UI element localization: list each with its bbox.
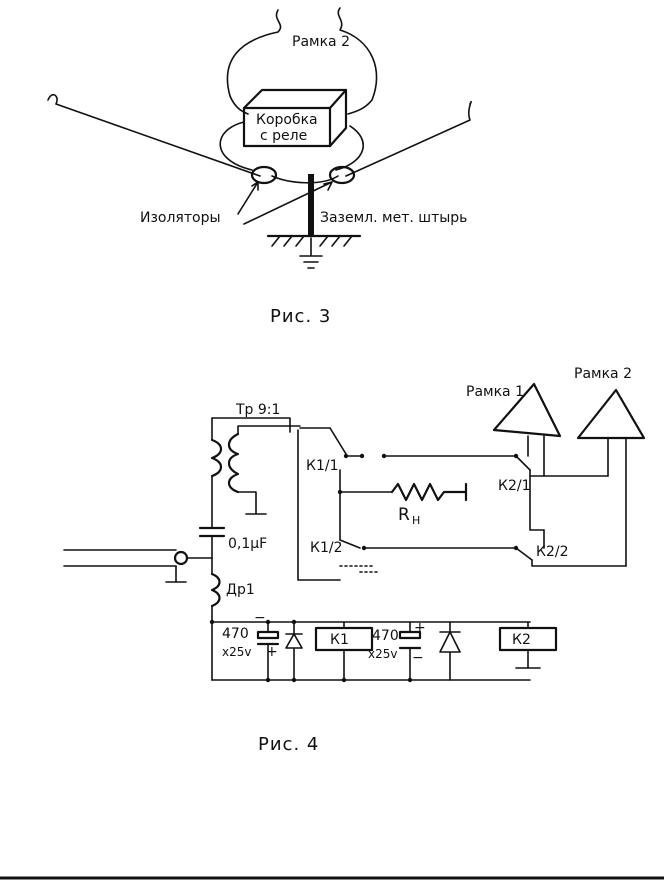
frame2-triangle — [576, 388, 646, 440]
k12-blade — [339, 539, 361, 549]
frame1-triangle — [492, 382, 562, 438]
frame1-label: Рамка 1 — [466, 384, 524, 400]
cap1-minus: − — [254, 610, 266, 626]
k11-blade — [329, 427, 347, 455]
cap2-plate-top — [398, 630, 422, 640]
box-wire-right — [335, 125, 364, 171]
insulator-arrow-left — [237, 181, 259, 215]
antenna-wire-left — [47, 93, 261, 177]
diode-2 — [439, 621, 461, 681]
k1-dashed-return — [339, 565, 379, 573]
ground-rod-label: Заземл. мет. штырь — [320, 210, 467, 226]
diode-1 — [285, 621, 303, 681]
k21-label: К2/1 — [498, 478, 530, 494]
choke-label: Др1 — [226, 582, 255, 598]
box-label-line1: Коробка — [256, 112, 318, 128]
relay-box-side — [328, 88, 348, 148]
transformer-secondary — [227, 432, 240, 494]
insulator-arrow-right — [243, 181, 333, 225]
coax-shield-ground — [165, 565, 187, 583]
figure-4: Тр 9:1 0,1µF Др1 К1/1 R Н К1/2 — [63, 366, 646, 755]
frame2-label: Рамка 2 — [292, 34, 350, 50]
frame2-loop-right — [337, 7, 378, 115]
transformer-primary — [210, 438, 223, 478]
cap2-voltage: х25v — [368, 647, 397, 661]
k22-to-frame2 — [531, 559, 627, 567]
figure-4-caption: Рис. 4 — [258, 734, 319, 755]
k11-contact-b — [359, 453, 365, 459]
ground-hatching — [271, 235, 353, 247]
k11-label: К1/1 — [306, 458, 338, 474]
k2-link-wire — [529, 475, 545, 531]
figure-3: Рамка 2 Коробка с реле Изоляторы Заземл.… — [47, 7, 472, 327]
primary-top-link — [211, 417, 291, 433]
frame2-label-fig4: Рамка 2 — [574, 366, 632, 382]
k21-to-frame2 — [529, 469, 609, 477]
capacitor-label: 0,1µF — [228, 536, 267, 552]
frame1-leads — [527, 435, 545, 477]
k12-label: К1/2 — [310, 540, 342, 556]
secondary-ground — [237, 491, 267, 515]
insulator-left — [250, 165, 278, 185]
cap1-value: 470 — [222, 626, 249, 642]
resistor-label: R — [398, 505, 410, 525]
resistor-subscript: Н — [412, 514, 420, 527]
relay-k1-label: К1 — [330, 632, 349, 648]
choke-coil — [210, 572, 221, 608]
antenna-wire-right — [345, 100, 472, 177]
k22-blade — [515, 547, 533, 561]
cap1-voltage: х25v — [222, 645, 251, 659]
ground-symbol — [299, 237, 323, 269]
transformer-label: Тр 9:1 — [235, 402, 280, 418]
cap1-plate-top — [256, 630, 280, 640]
k22-label: К2/2 — [536, 544, 568, 560]
cap2-plus: + — [414, 620, 426, 636]
frame2-leads — [607, 437, 627, 567]
relay-k2-label: К2 — [512, 632, 531, 648]
rail-node-1 — [209, 619, 215, 625]
box-label-line2: с реле — [260, 128, 307, 144]
frame2-loop-left — [226, 9, 282, 115]
k2-coil-ground — [515, 649, 541, 669]
figure-3-caption: Рис. 3 — [270, 306, 331, 327]
relay-box-top — [242, 88, 348, 110]
box-wire-left — [219, 121, 253, 171]
cap1-plus: + — [266, 644, 278, 660]
cap2-minus: − — [412, 650, 424, 666]
antenna-wire-center — [271, 175, 339, 184]
load-resistor — [390, 482, 468, 502]
insulator-right — [328, 165, 356, 185]
insulators-label: Изоляторы — [140, 210, 221, 226]
k1-frame — [297, 429, 341, 581]
cap2-value: 470 — [372, 628, 399, 644]
secondary-top-wire — [237, 425, 301, 435]
coax-connector — [173, 550, 189, 566]
k21-blade — [515, 455, 531, 471]
